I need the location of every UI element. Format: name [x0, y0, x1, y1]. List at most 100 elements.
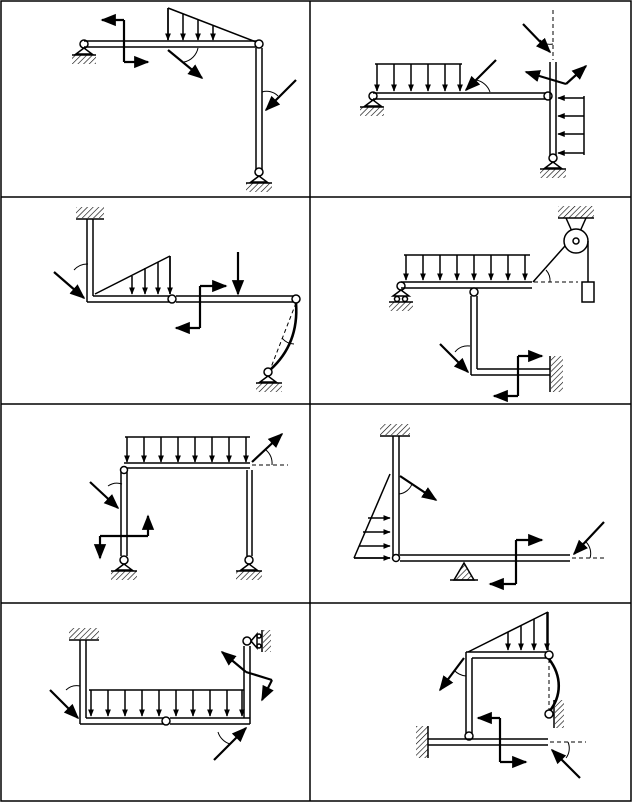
panel-7	[49, 628, 274, 761]
vertical-member	[86, 219, 170, 303]
roller-support	[450, 561, 478, 581]
angle-arc	[107, 482, 123, 487]
curved-member	[544, 658, 561, 719]
angle-arc	[565, 741, 570, 759]
force-couple	[476, 711, 528, 769]
fixed-support	[380, 424, 410, 437]
horizontal-beam	[373, 91, 553, 101]
right-beam	[176, 294, 301, 304]
force-couple	[524, 64, 588, 86]
force-couple	[492, 349, 544, 403]
horizontal-beam	[401, 281, 532, 289]
vertical-member	[79, 640, 164, 725]
concentrated-force	[522, 23, 552, 54]
angle-arc	[398, 483, 413, 495]
uniform-distributed-load	[374, 63, 463, 92]
angle-arc	[183, 47, 199, 63]
hinge	[161, 716, 171, 726]
angle-arc	[539, 39, 554, 45]
bent-member	[470, 296, 550, 376]
concentrated-force	[53, 271, 86, 300]
panel-8	[416, 611, 586, 779]
fixed-support	[553, 700, 564, 728]
vertical-member	[242, 636, 252, 724]
horizontal-beam	[400, 554, 570, 562]
hinge	[469, 287, 479, 297]
panel-2	[360, 10, 588, 178]
angle-arc	[73, 263, 89, 271]
concentrated-force	[550, 748, 581, 779]
concentrated-force	[167, 49, 204, 79]
concentrated-force	[439, 657, 465, 692]
angle-arc	[475, 79, 491, 93]
concentrated-force	[572, 521, 605, 556]
vertical-member	[391, 436, 401, 563]
triangular-distributed-load	[94, 255, 173, 295]
uniform-distributed-load	[557, 95, 585, 156]
pin-support	[246, 167, 272, 192]
pin-support	[360, 91, 384, 116]
pin-support	[72, 39, 96, 64]
triangular-distributed-load	[353, 473, 391, 561]
uniform-distributed-load	[403, 254, 530, 281]
horizontal-beam	[84, 40, 259, 48]
angle-arc	[65, 685, 81, 691]
force-couple	[488, 533, 544, 591]
concentrated-force	[89, 481, 120, 510]
concentrated-force	[251, 432, 284, 463]
triangular-distributed-load	[165, 7, 257, 43]
pin-support	[389, 281, 413, 311]
force-couple	[100, 13, 150, 69]
force-couple	[220, 651, 274, 702]
hanging-weight	[581, 281, 595, 303]
angle-arc	[281, 337, 295, 345]
vertical-column	[254, 39, 264, 170]
roller-support	[250, 630, 271, 652]
concentrated-force	[464, 59, 497, 92]
vertical-column	[120, 472, 128, 556]
angle-arc	[453, 669, 467, 677]
rope	[532, 241, 589, 283]
fixed-support	[69, 628, 99, 641]
angle-arc	[265, 449, 273, 466]
horizontal-beam	[466, 650, 554, 660]
fixed-support	[416, 726, 429, 758]
force-couple	[174, 279, 228, 335]
pin-support	[236, 555, 262, 580]
angle-arc	[217, 731, 231, 745]
right-beam	[170, 717, 250, 725]
vertical-column	[246, 470, 253, 556]
triangular-distributed-load	[467, 611, 550, 653]
panel-6	[353, 424, 606, 591]
panel-1	[72, 7, 297, 192]
concentrated-force	[399, 475, 438, 501]
pin-support	[256, 367, 282, 392]
pulley	[563, 228, 589, 254]
force-couple	[93, 514, 155, 560]
vertical-member	[464, 652, 474, 741]
concentrated-force	[439, 343, 470, 374]
angle-arc	[545, 269, 551, 283]
concentrated-force	[49, 689, 80, 720]
fixed-support	[76, 207, 104, 220]
concentrated-force	[264, 79, 297, 112]
panel-4	[389, 206, 595, 403]
pin-support	[111, 555, 137, 580]
horizontal-beam	[428, 738, 548, 746]
angle-arc	[585, 541, 592, 559]
uniform-distributed-load	[124, 436, 250, 463]
horizontal-beam	[124, 462, 250, 469]
curved-member	[269, 302, 298, 371]
vertical-column	[549, 10, 557, 156]
fixed-support	[549, 356, 563, 392]
panel-5	[89, 432, 288, 580]
angle-arc	[454, 345, 471, 353]
hinge	[119, 465, 129, 475]
uniform-distributed-load	[88, 689, 245, 717]
angle-arc	[261, 90, 279, 97]
pin-support	[540, 153, 566, 178]
panel-3	[53, 207, 301, 392]
hinge	[167, 294, 177, 304]
